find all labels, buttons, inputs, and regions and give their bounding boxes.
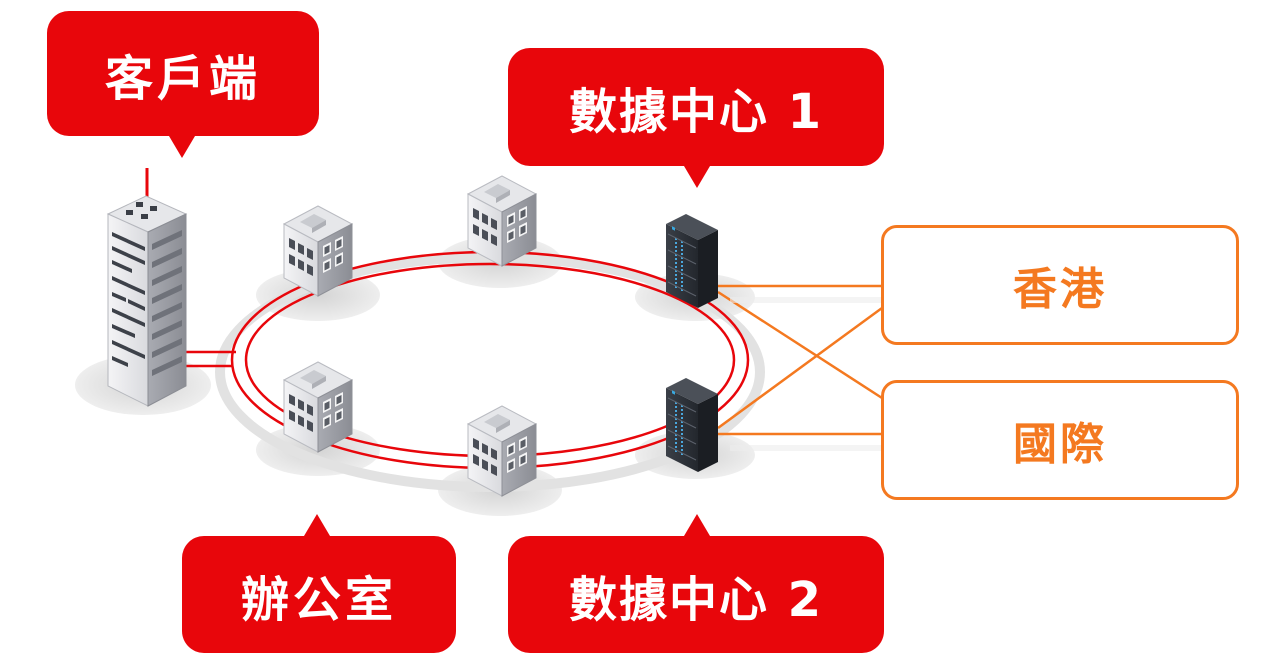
region-hong-kong-box: 香港 <box>881 225 1239 345</box>
office-building-icon <box>467 175 537 267</box>
client-label: 客戶端 <box>104 50 261 107</box>
office-label: 辦公室 <box>240 571 397 628</box>
region-international-box: 國際 <box>881 380 1239 500</box>
office-callout: 辦公室 <box>182 514 456 653</box>
office-building-icon <box>283 361 353 453</box>
data-center-1-label: 數據中心 1 <box>568 84 824 140</box>
region-links-shadow <box>730 297 882 451</box>
office-building-icon <box>283 205 353 297</box>
server-rack-icon <box>665 377 719 473</box>
skyscraper-icon <box>106 168 188 407</box>
data-center-2-callout: 數據中心 2 <box>508 514 884 653</box>
server-rack-icon <box>665 213 719 309</box>
hong-kong-label: 香港 <box>1013 264 1107 315</box>
data-center-1-callout: 數據中心 1 <box>508 48 884 188</box>
client-uplink <box>180 350 236 368</box>
client-callout: 客戶端 <box>47 11 319 158</box>
region-links <box>717 284 883 436</box>
office-building-icon <box>467 405 537 497</box>
international-label: 國際 <box>1013 419 1107 470</box>
data-center-2-label: 數據中心 2 <box>568 571 824 628</box>
